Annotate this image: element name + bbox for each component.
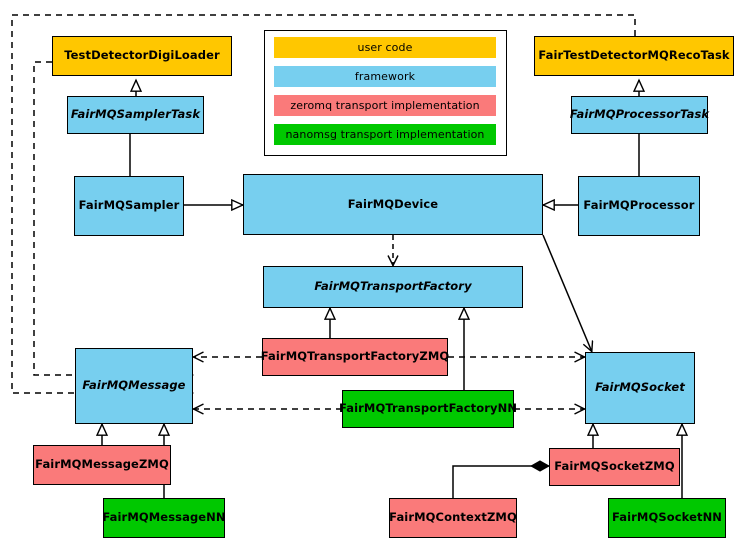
node-fairmqsocketzmq[interactable]: FairMQSocketZMQ xyxy=(549,448,680,486)
node-label: FairMQProcessorTask xyxy=(569,107,710,122)
node-label: FairMQSocket xyxy=(595,380,685,395)
node-label: FairMQMessageNN xyxy=(102,510,226,525)
node-label: TestDetectorDigiLoader xyxy=(64,48,220,63)
legend-label: zeromq transport implementation xyxy=(290,99,480,112)
legend-item-user-code: user code xyxy=(274,37,496,58)
node-label: FairMQSampler xyxy=(78,198,180,213)
node-label: FairMQTransportFactoryZMQ xyxy=(260,349,450,364)
legend-label: nanomsg transport implementation xyxy=(285,128,485,141)
node-testdetectordigiloader[interactable]: TestDetectorDigiLoader xyxy=(52,36,232,76)
legend-item-nanomsg: nanomsg transport implementation xyxy=(274,124,496,145)
edge-device-socket xyxy=(542,234,592,352)
legend-label: user code xyxy=(357,41,413,54)
node-fairmqtransportfactoryzmq[interactable]: FairMQTransportFactoryZMQ xyxy=(260,338,450,376)
edge-contextzmq-socketzmq xyxy=(452,466,549,498)
node-fairmqsocketnn[interactable]: FairMQSocketNN xyxy=(608,498,726,538)
node-fairmqprocessor[interactable]: FairMQProcessor xyxy=(578,176,700,236)
node-fairmqsampler[interactable]: FairMQSampler xyxy=(74,176,184,236)
node-label: FairMQSamplerTask xyxy=(70,107,201,122)
node-label: FairMQSocketZMQ xyxy=(554,459,675,474)
node-fairmqsamplertask[interactable]: FairMQSamplerTask xyxy=(67,96,204,134)
node-fairmqcontextzmq[interactable]: FairMQContextZMQ xyxy=(389,498,517,538)
legend-label: framework xyxy=(354,70,416,83)
node-fairmqsocket[interactable]: FairMQSocket xyxy=(585,352,695,424)
node-label: FairMQMessageZMQ xyxy=(35,457,169,472)
node-fairmqmessagezmq[interactable]: FairMQMessageZMQ xyxy=(33,445,171,485)
node-label: FairMQTransportFactoryNN xyxy=(338,401,518,416)
node-label: FairMQProcessor xyxy=(583,198,695,213)
node-fairtestdetectormqrecotask[interactable]: FairTestDetectorMQRecoTask xyxy=(534,36,734,76)
node-label: FairTestDetectorMQRecoTask xyxy=(538,48,730,63)
node-label: FairMQTransportFactory xyxy=(314,279,472,294)
node-fairmqtransportfactory[interactable]: FairMQTransportFactory xyxy=(263,266,523,308)
node-label: FairMQContextZMQ xyxy=(389,510,517,525)
node-fairmqmessagenn[interactable]: FairMQMessageNN xyxy=(102,498,226,538)
node-label: FairMQSocketNN xyxy=(611,510,723,525)
node-label: FairMQDevice xyxy=(347,196,439,211)
node-fairmqdevice[interactable]: FairMQDevice xyxy=(243,174,543,235)
node-fairmqtransportfactorynn[interactable]: FairMQTransportFactoryNN xyxy=(338,390,518,428)
edge-recotask-message-routed xyxy=(11,14,636,393)
node-fairmqprocessortask[interactable]: FairMQProcessorTask xyxy=(569,96,710,134)
node-fairmqmessage[interactable]: FairMQMessage xyxy=(75,348,193,424)
node-label: FairMQMessage xyxy=(82,378,186,393)
legend-item-framework: framework xyxy=(274,66,496,87)
legend-item-zeromq: zeromq transport implementation xyxy=(274,95,496,116)
